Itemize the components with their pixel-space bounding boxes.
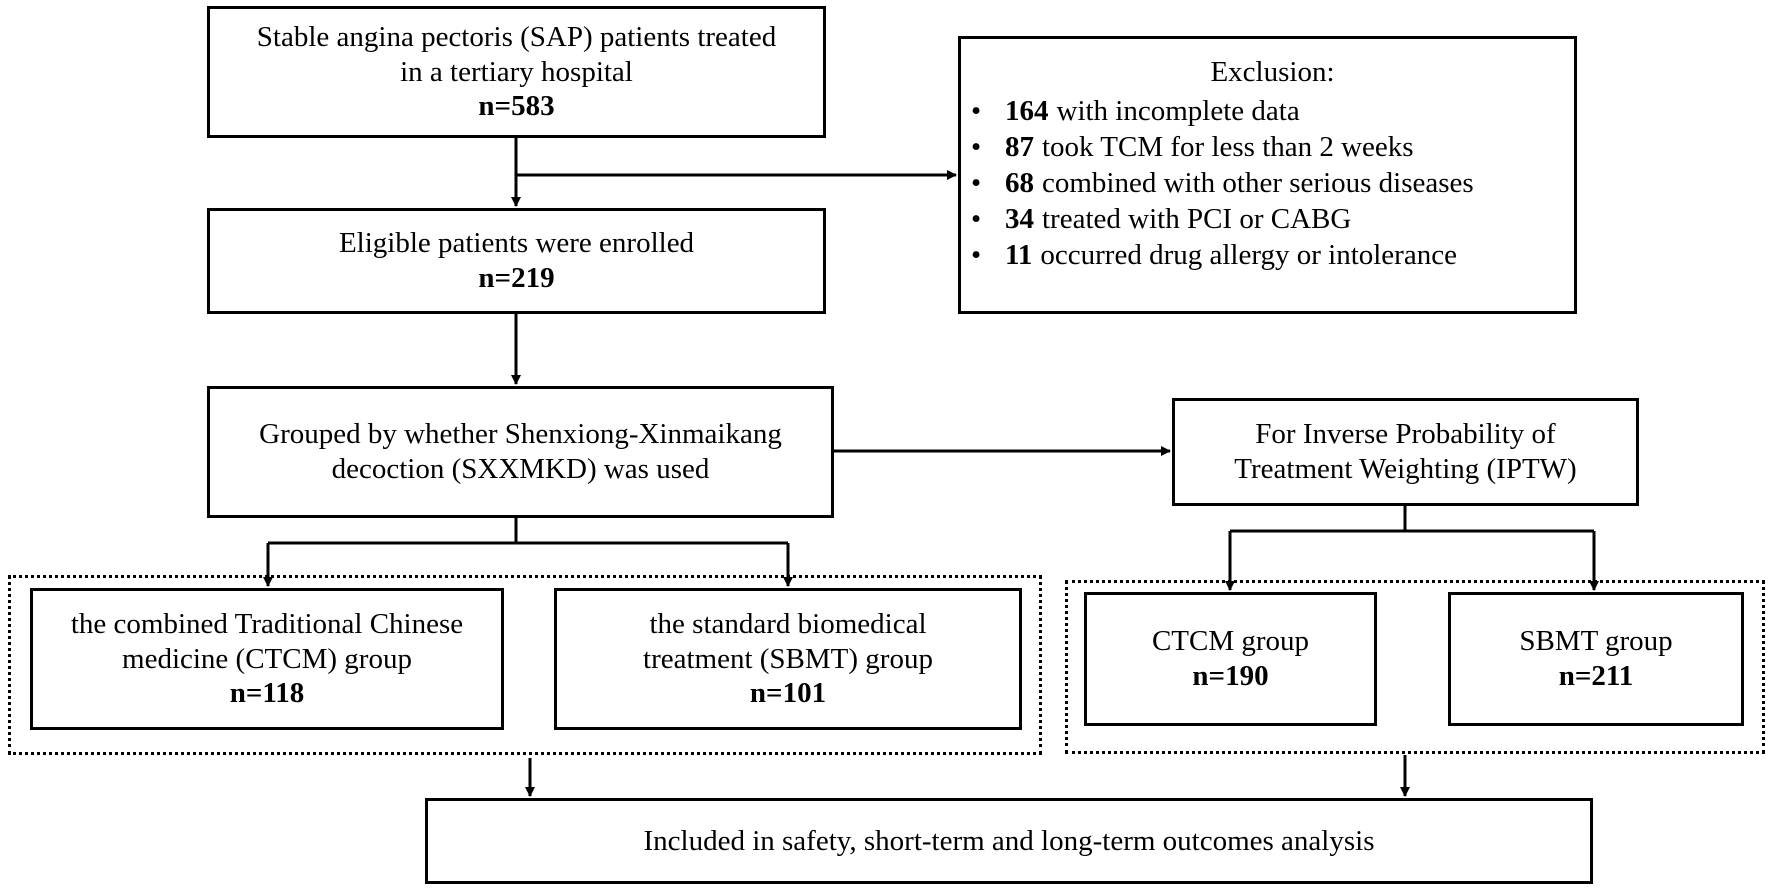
ctcm-weighted-box: CTCM group n=190 — [1084, 592, 1377, 726]
bullet-icon: • — [971, 166, 982, 199]
ctcm-line1: the combined Traditional Chinese — [70, 607, 464, 640]
sbmt-line1: the standard biomedical — [649, 607, 927, 640]
iptw-line2: Treatment Weighting (IPTW) — [1234, 453, 1577, 485]
sbmt-line2: treatment (SBMT) group — [643, 642, 933, 675]
weighted-groups-container — [1065, 580, 1765, 754]
sbmt-group-box: the standard biomedical treatment (SBMT)… — [554, 588, 1022, 730]
grouped-box: Grouped by whether Shenxiong-Xinmaikang … — [207, 386, 834, 518]
sbmt-weighted-box: SBMT group n=211 — [1448, 592, 1744, 726]
bullet-icon: • — [971, 94, 982, 127]
final-line1: Included in safety, short-term and long-… — [643, 824, 1375, 857]
bullet-icon: • — [971, 202, 982, 235]
sbmt-weighted-line1: SBMT group — [1519, 625, 1673, 658]
iptw-box: For Inverse Probability of Treatment Wei… — [1172, 398, 1639, 506]
iptw-line1: For Inverse Probability of — [1255, 418, 1556, 451]
ctcm-weighted-count: n=190 — [1192, 660, 1269, 692]
bullet-icon: • — [971, 130, 982, 163]
sap-patients-box: Stable angina pectoris (SAP) patients tr… — [207, 6, 826, 138]
bullet-icon: • — [971, 238, 982, 271]
enrolled-box: Eligible patients were enrolled n=219 — [207, 208, 826, 314]
sap-count: n=583 — [478, 90, 555, 123]
unweighted-groups-container — [8, 575, 1042, 755]
enrolled-line1: Eligible patients were enrolled — [338, 227, 695, 260]
ctcm-group-box: the combined Traditional Chinese medicin… — [30, 588, 504, 730]
grouped-line1: Grouped by whether Shenxiong-Xinmaikang — [259, 418, 782, 451]
grouped-line2: decoction (SXXMKD) was used — [331, 453, 710, 485]
final-analysis-box: Included in safety, short-term and long-… — [425, 798, 1593, 884]
sbmt-count: n=101 — [749, 677, 827, 710]
enrolled-count: n=219 — [478, 262, 555, 294]
ctcm-count: n=118 — [229, 677, 305, 710]
exclusion-title: Exclusion: — [1210, 56, 1335, 88]
sap-line1: Stable angina pectoris (SAP) patients tr… — [256, 20, 777, 53]
ctcm-line2: medicine (CTCM) group — [122, 642, 412, 675]
sap-line2: in a tertiary hospital — [400, 55, 633, 88]
sbmt-weighted-count: n=211 — [1558, 660, 1634, 692]
ctcm-weighted-line1: CTCM group — [1151, 625, 1310, 658]
